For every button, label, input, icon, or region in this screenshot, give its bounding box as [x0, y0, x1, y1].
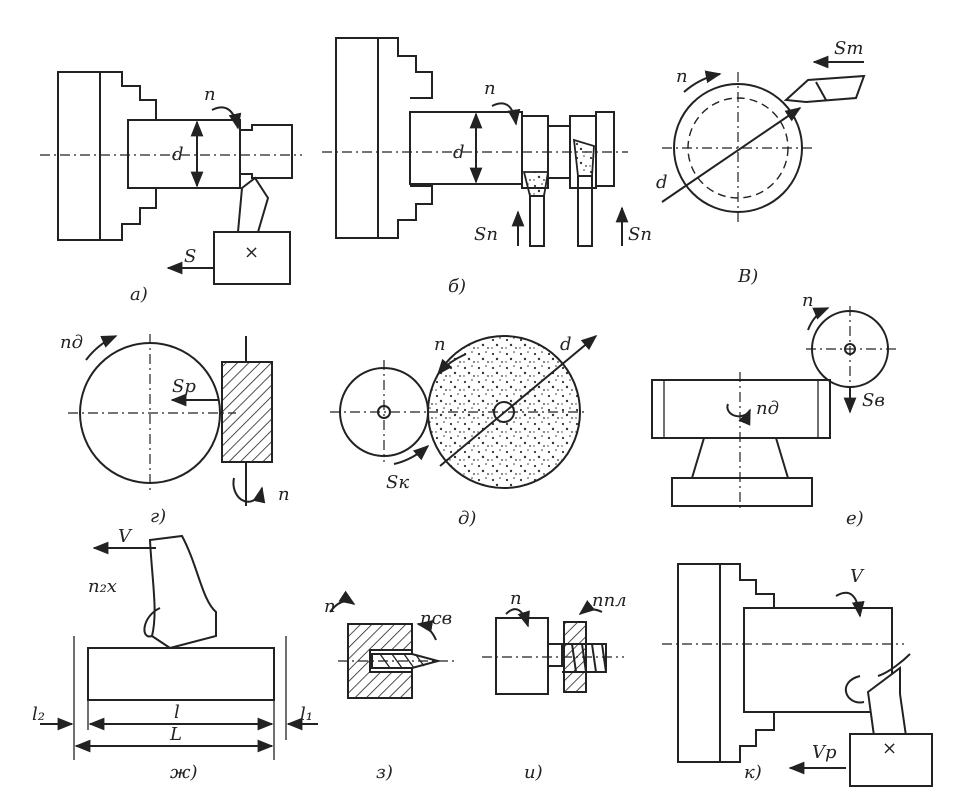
label-sp-left: Sп — [474, 224, 498, 245]
label-d: d — [172, 144, 184, 165]
label-sr: Sр — [172, 376, 196, 397]
scheme-e-table: nд n Sв е) — [651, 290, 898, 529]
label-n: n — [676, 66, 688, 87]
rotation-arrow — [211, 106, 242, 130]
scheme-z-drilling: n nсв з) — [324, 590, 454, 783]
label-n: n — [324, 596, 336, 617]
workpiece-bar — [87, 647, 275, 701]
scheme-b-plunge: d n Sп Sп б) — [322, 37, 652, 297]
diameter-line — [661, 107, 802, 203]
label-s: S — [184, 246, 196, 267]
planer-tool — [148, 534, 217, 650]
svg-text:×: × — [882, 738, 897, 759]
label-d: d — [656, 172, 668, 193]
label-n: п — [278, 484, 290, 505]
workpiece-block — [495, 617, 549, 695]
label-d: d — [560, 334, 572, 355]
thread — [562, 643, 607, 673]
scheme-g-roll: nд Sр п г) — [60, 332, 290, 527]
scheme-zh-planing: V n₂х l L l₂ l₁ ж) — [32, 526, 318, 783]
label-sp-right: Sп — [628, 224, 652, 245]
chuck-jaw-bottom — [100, 187, 157, 241]
workpiece-step — [240, 124, 293, 179]
scheme-d-grinding: d n Sк д) — [330, 334, 598, 529]
label-nsv: nсв — [420, 608, 452, 629]
label-n: n — [434, 334, 446, 355]
chuck-body — [677, 563, 721, 763]
label-n: n — [204, 84, 216, 105]
label-v: V — [118, 526, 133, 547]
chuck-body — [335, 37, 379, 239]
caption-i: и) — [524, 762, 543, 783]
wheel-diameter — [439, 334, 598, 467]
caption-g: г) — [150, 506, 166, 527]
label-l1: l₁ — [300, 704, 313, 725]
caption-d: д) — [458, 508, 476, 529]
workpiece — [409, 111, 523, 185]
caption-b: б) — [448, 276, 466, 297]
cutting-tool — [783, 74, 866, 104]
caption-e: е) — [846, 508, 864, 529]
label-npl: nпл — [592, 590, 627, 611]
label-sk: Sк — [386, 472, 409, 493]
caption-k: к) — [744, 762, 762, 783]
scheme-a-turning: d n × S а) — [40, 71, 302, 305]
cutting-tool — [236, 176, 270, 233]
label-nd: nд — [756, 398, 779, 419]
chip — [844, 675, 865, 704]
label-st: Sт — [834, 38, 863, 59]
label-L: L — [169, 724, 182, 745]
label-n: n — [802, 290, 814, 311]
scheme-v-disc: d n Sт В) — [656, 38, 866, 287]
label-n: n — [484, 78, 496, 99]
svg-text:×: × — [244, 242, 259, 263]
form-tool-2 — [572, 138, 595, 177]
scheme-k-turning: V × Vр к) — [662, 563, 933, 787]
label-l2: l₂ — [32, 704, 45, 725]
chuck-jaw-top — [100, 71, 157, 121]
form-tool-1 — [522, 171, 550, 197]
label-n2x: n₂х — [88, 576, 117, 597]
label-v: V — [850, 566, 865, 587]
caption-v: В) — [737, 266, 758, 287]
workpiece-bar — [651, 379, 831, 439]
caption-zh: ж) — [170, 762, 197, 783]
label-n: n — [510, 588, 522, 609]
label-nd: nд — [60, 332, 83, 353]
chuck-body — [57, 71, 101, 241]
caption-z: з) — [376, 762, 393, 783]
hob-tool — [221, 361, 273, 463]
label-vr: Vр — [812, 742, 837, 763]
caption-a: а) — [130, 284, 148, 305]
scheme-i-threading: n nпл и) — [482, 588, 627, 783]
label-sv: Sв — [862, 390, 885, 411]
cutting-tool — [866, 666, 908, 737]
tool-holder — [213, 231, 291, 285]
tool-holder — [849, 733, 933, 787]
base — [671, 477, 813, 507]
label-d: d — [453, 142, 465, 163]
workpiece — [127, 119, 241, 189]
label-l: l — [174, 702, 180, 723]
